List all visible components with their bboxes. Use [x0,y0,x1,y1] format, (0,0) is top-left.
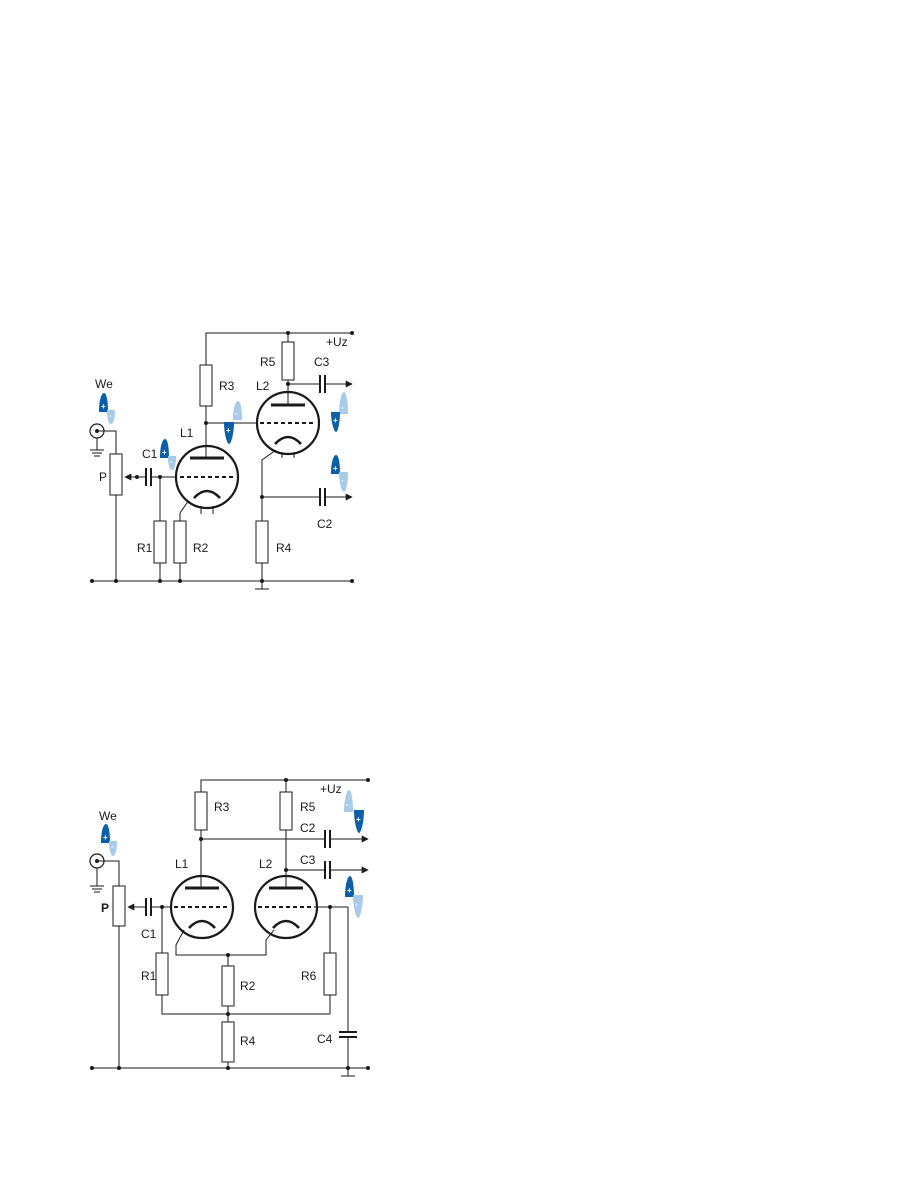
bottom-c4-label: C4 [317,1032,333,1046]
bottom-signal-c2-icon: - + [344,790,364,833]
top-c3-label: C3 [314,355,330,369]
bottom-input-wire [97,860,120,886]
top-l2-label: L2 [256,379,270,393]
top-l2-cathode-lead [261,449,277,521]
bottom-cathode-link [175,929,275,956]
bottom-ground-bus-end-right [366,1066,370,1070]
top-r2-label: R2 [193,541,209,555]
bottom-c1-label: C1 [141,927,157,941]
top-signal-l1-anode-icon: - + [224,401,242,444]
top-l1-label: L1 [180,426,194,440]
bottom-node-c4-ground [346,1066,350,1070]
bottom-c2-label: C2 [300,821,316,835]
top-capacitor-c2 [262,488,353,506]
bottom-r1-return-wire [161,995,330,1015]
bottom-resistor-r5 [279,791,293,831]
top-circuit: +Uz We P C1 [89,331,354,590]
bottom-potentiometer [112,885,126,927]
top-node-r2-ground [178,579,182,583]
bottom-r4-label: R4 [240,1034,256,1048]
top-input-label: We [95,377,113,391]
svg-text:-: - [111,842,114,851]
top-resistor-r5 [281,341,295,381]
svg-text:-: - [109,411,112,420]
svg-text:-: - [341,403,344,412]
bottom-r3-label: R3 [214,800,230,814]
bottom-input-ground-icon [90,868,104,893]
bottom-capacitor-c3 [286,861,369,879]
top-r3-label: R3 [219,379,235,393]
bottom-supply-bus [200,779,368,792]
bottom-ground-bus-end-left [90,1066,94,1070]
top-signal-c2-icon: + - [331,455,348,492]
bottom-supply-terminal [366,778,370,782]
top-tube-l2 [255,390,321,458]
bottom-resistor-r2 [221,965,235,1007]
top-l1-cathode-lead [179,499,190,521]
top-potentiometer-label: P [99,470,107,484]
bottom-node-r4-ground [226,1066,230,1070]
bottom-tube-l1 [169,874,235,940]
bottom-input-label: We [99,809,117,823]
top-r4-label: R4 [276,541,292,555]
bottom-signal-c3-icon: + - [345,876,363,918]
svg-text:+: + [162,448,167,457]
top-resistor-r3 [199,364,213,407]
top-potentiometer [109,453,123,496]
top-resistor-r1 [153,520,167,564]
top-node-r1-ground [158,579,162,583]
top-supply-terminal [350,331,354,335]
bottom-r2-label: R2 [240,979,256,993]
svg-text:+: + [101,402,106,411]
bottom-resistor-r6 [323,952,337,996]
svg-text:+: + [333,416,338,425]
bottom-resistor-r1 [155,952,169,996]
bottom-resistor-r3 [194,791,208,831]
bottom-supply-label: +Uz [320,782,342,796]
svg-text:-: - [341,476,344,485]
svg-text:-: - [170,457,173,466]
top-supply-label: +Uz [326,335,348,349]
bottom-signal-input-icon: + - [101,824,117,856]
svg-text:+: + [333,464,338,473]
bottom-l1-label: L1 [175,857,189,871]
top-node-r4-ground [260,579,264,583]
top-node-pot-ground [114,579,118,583]
bottom-circuit: +Uz We P C1 R1 [89,778,370,1077]
bottom-r1-label: R1 [141,969,157,983]
svg-text:+: + [347,886,352,895]
bottom-c3-label: C3 [300,853,316,867]
svg-text:-: - [235,409,238,418]
bottom-capacitor-c4 [339,907,357,1068]
top-r1-label: R1 [137,541,153,555]
bottom-l2-label: L2 [259,857,273,871]
bottom-capacitor-c2 [201,830,369,848]
top-capacitor-c3 [288,375,353,393]
top-resistor-r4 [255,520,269,564]
top-input-ground-icon [90,438,104,457]
top-r5-label: R5 [260,355,276,369]
svg-text:+: + [226,426,231,435]
svg-text:-: - [346,800,349,809]
top-ground-bus-end-right [350,579,354,583]
top-capacitor-c1 [137,468,178,486]
top-c2-label: C2 [317,517,333,531]
bottom-r5-label: R5 [300,800,316,814]
top-tube-l1 [174,444,240,514]
svg-text:-: - [355,900,358,909]
top-signal-c3-icon: - + [331,392,348,432]
top-resistor-r2 [173,520,187,564]
bottom-potentiometer-label: P [101,901,109,915]
top-input-wire [97,430,117,454]
top-signal-c1-icon: + - [160,439,176,470]
top-signal-input-icon: + - [99,393,115,424]
bottom-r6-label: R6 [301,969,317,983]
svg-text:+: + [356,815,361,824]
top-ground-bus-end-left [90,579,94,583]
svg-text:+: + [103,833,108,842]
bottom-node-pot-ground [117,1066,121,1070]
top-c1-label: C1 [142,447,158,461]
bottom-resistor-r4 [221,1021,235,1063]
